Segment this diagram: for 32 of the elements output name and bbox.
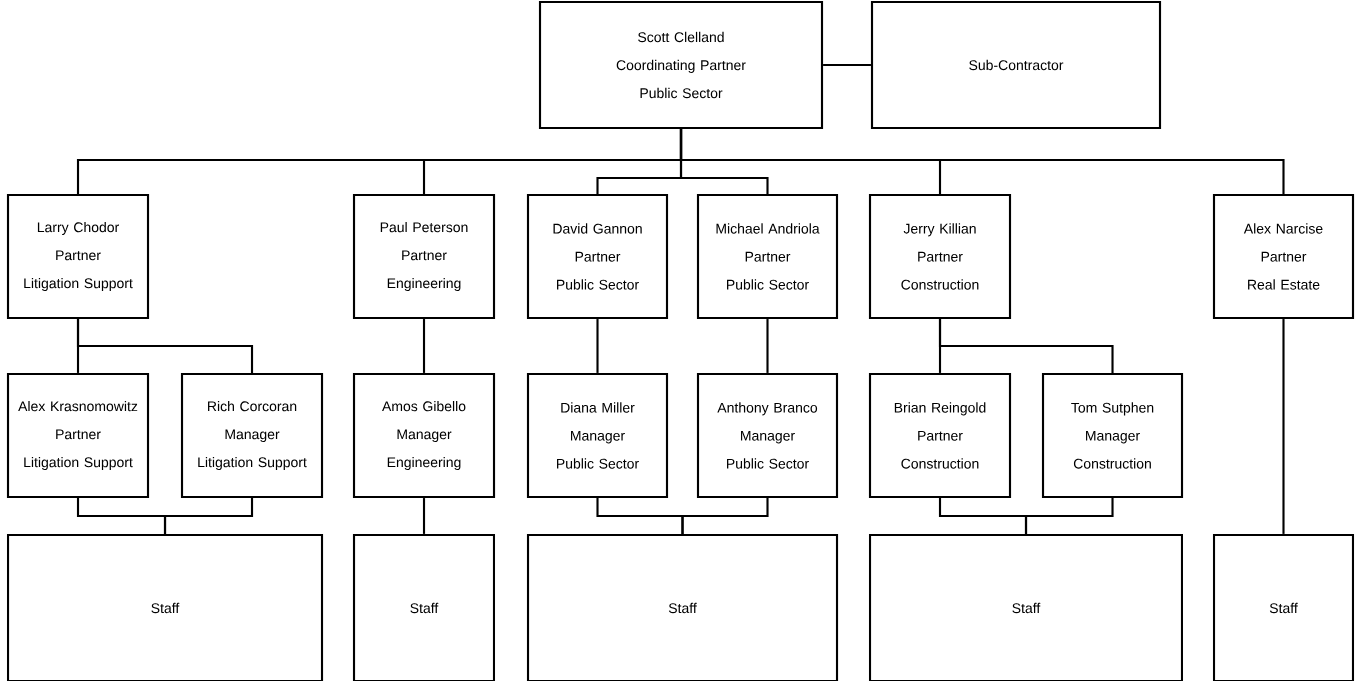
person-box: Diana Miller Manager Public Sector xyxy=(526,372,669,499)
person-box: Larry Chodor Partner Litigation Support xyxy=(6,193,150,320)
person-box: Rich Corcoran Manager Litigation Support xyxy=(180,372,324,499)
person-box: Brian Reingold Partner Construction xyxy=(868,372,1012,499)
person-box: Amos Gibello Manager Engineering xyxy=(352,372,496,499)
connector-line xyxy=(823,63,871,67)
person-box: Paul Peterson Partner Engineering xyxy=(352,193,496,320)
person-box: Anthony Branco Manager Public Sector xyxy=(696,372,839,499)
connector-line xyxy=(938,319,1114,373)
person-box: David Gannon Partner Public Sector xyxy=(526,193,669,320)
connector-line xyxy=(422,319,426,373)
staff-box: Staff xyxy=(6,533,324,681)
connector-line xyxy=(681,498,769,534)
connector-line xyxy=(1024,498,1114,534)
connector-line xyxy=(1282,319,1285,534)
staff-box: Staff xyxy=(526,533,839,681)
connector-line xyxy=(596,319,599,373)
person-box: Scott Clelland Coordinating Partner Public Sector xyxy=(538,0,824,130)
connector-line xyxy=(766,319,769,373)
person-box: Tom Sutphen Manager Construction xyxy=(1041,372,1184,499)
staff-box: Staff xyxy=(1212,533,1355,681)
person-box: Alex Narcise Partner Real Estate xyxy=(1212,193,1355,320)
staff-box: Staff xyxy=(868,533,1184,681)
connector-line xyxy=(422,498,426,534)
person-box: Alex Krasnomowitz Partner Litigation Support xyxy=(6,372,150,499)
connector-line xyxy=(163,498,254,534)
connector-line xyxy=(679,129,1285,194)
person-box: Sub-Contractor xyxy=(870,0,1162,130)
person-box: Michael Andriola Partner Public Sector xyxy=(696,193,839,320)
connector-line xyxy=(76,319,254,373)
person-box: Jerry Killian Partner Construction xyxy=(868,193,1012,320)
staff-box: Staff xyxy=(352,533,496,681)
